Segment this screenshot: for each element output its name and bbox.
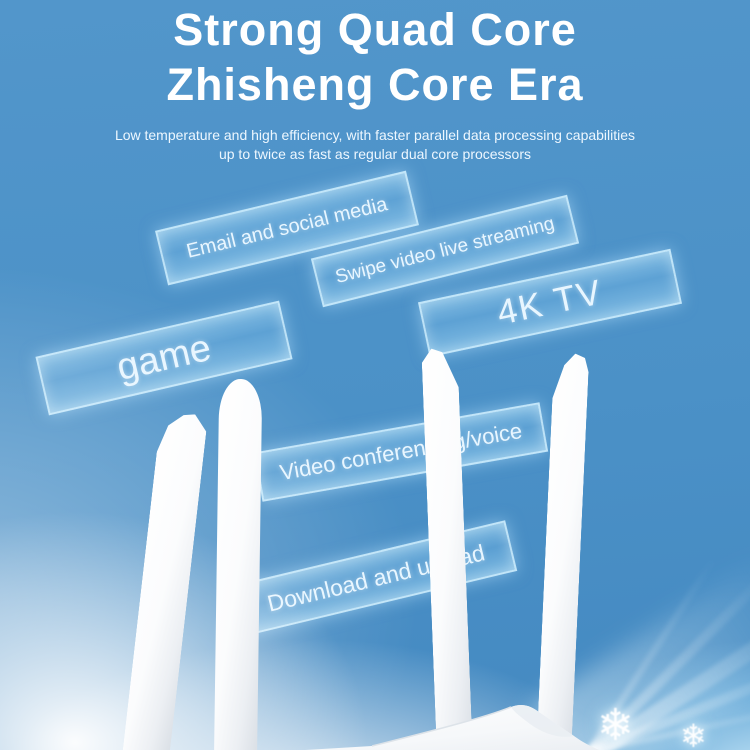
snowflake-icon: ❄: [597, 701, 634, 750]
feature-banner-game-label: game: [112, 326, 215, 389]
snowflake-icon: ❄: [680, 718, 707, 750]
feature-banner-video-conferencing-label: Video conferencing/voice: [277, 417, 524, 486]
feature-banner-download-upload: Download and upload: [234, 520, 518, 636]
feature-banner-video-conferencing: Video conferencing/voice: [253, 402, 549, 502]
page-title-line-2: Zhisheng Core Era: [166, 59, 584, 110]
subtitle-line-1: Low temperature and high efficiency, wit…: [114, 127, 636, 143]
router-antenna-1: [122, 411, 208, 750]
header: Strong Quad Core Zhisheng Core Era Low t…: [0, 2, 750, 164]
page-title-line-1: Strong Quad Core: [173, 4, 577, 55]
subtitle: Low temperature and high efficiency, wit…: [0, 126, 750, 164]
feature-banner-4k-tv-label: 4K TV: [493, 272, 607, 333]
subtitle-line-2: up to twice as fast as regular dual core…: [218, 146, 532, 162]
router-antenna-2: [214, 378, 263, 750]
